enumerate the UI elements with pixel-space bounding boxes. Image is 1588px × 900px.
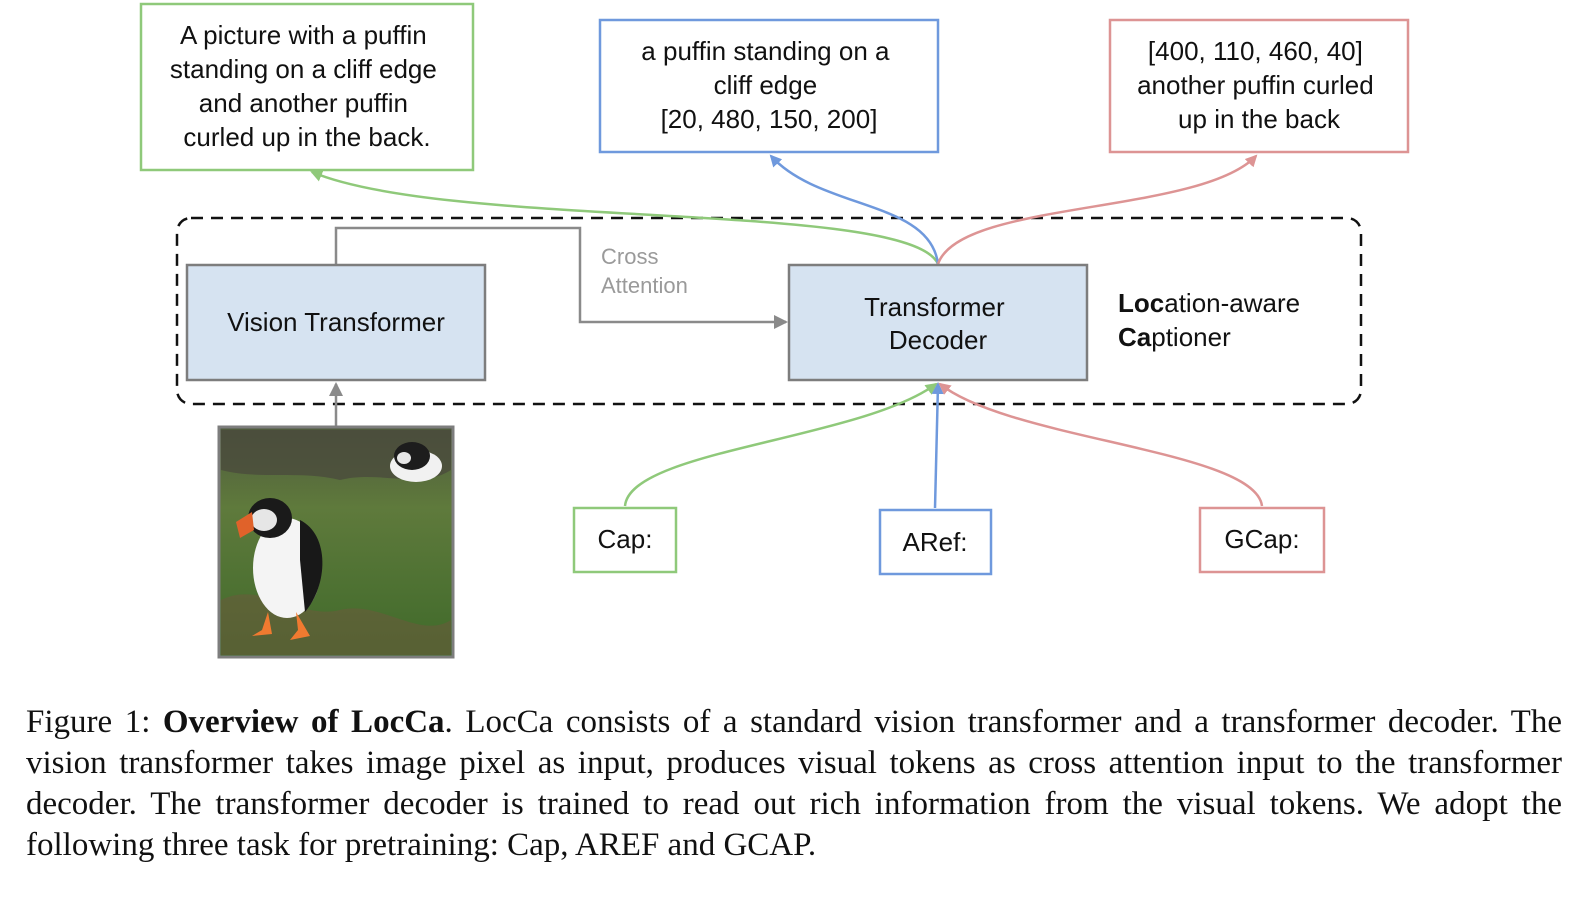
gcap-input-box: GCap: [1198,506,1326,574]
aref-output-arrow [769,154,940,265]
gcap-output-line: [400, 110, 460, 40] [1148,36,1363,66]
vision-transformer-label: Vision Transformer [227,307,445,337]
decoder-label: Decoder [889,325,988,355]
aref-output-line: [20, 480, 150, 200] [661,104,878,134]
decoder-label: Transformer [864,292,1005,322]
transformer-decoder-box: Transformer Decoder [787,263,1089,382]
gcap-output-arrow [936,154,1258,265]
cap-input-arrow [623,382,938,507]
figure-caption: Figure 1: Overview of LocCa. LocCa consi… [26,702,1562,866]
caption-text: . LocCa consists of a standard vision tr… [26,704,1562,863]
cross-attention-label: Attention [601,273,688,298]
cap-output-arrow [310,170,940,265]
aref-input-label: ARef: [902,527,967,557]
cap-input-box: Cap: [572,506,678,574]
locca-name: Location-aware Captioner [1118,288,1307,352]
cap-input-label: Cap: [598,524,653,554]
svg-text:Cross Attention: Cross Attention [601,244,688,298]
cross-attention-arrow [334,226,788,329]
aref-output-line: cliff edge [714,70,818,100]
gcap-input-arrow [938,382,1264,507]
caption-title: Overview of LocCa [162,704,445,740]
gcap-output-line: another puffin curled [1137,70,1374,100]
aref-input-arrow [931,382,944,509]
svg-text:[400, 110, 460, 40] anot: [400, 110, 460, 40] another puffin curle… [1137,36,1381,134]
cap-output-box: A picture with a puffin standing on a cl… [139,2,475,172]
aref-input-box: ARef: [878,508,993,576]
svg-text:Transformer Decoder: Transformer Decoder [864,292,1012,355]
caption-label: Figure 1: [26,704,163,740]
vision-transformer-box: Vision Transformer [185,263,487,382]
aref-output-box: a puffin standing on a cliff edge [20, 4… [598,18,940,154]
cap-output-line: A picture with a puffin [180,20,427,50]
locca-diagram: A picture with a puffin standing on a cl… [139,2,1410,659]
gcap-input-label: GCap: [1224,524,1299,554]
gcap-output-box: [400, 110, 460, 40] another puffin curle… [1108,18,1410,154]
cap-output-line: standing on a cliff edge [170,54,437,84]
gcap-output-line: up in the back [1178,104,1341,134]
svg-text:a puffin standing on a c: a puffin standing on a cliff edge [20, 4… [641,36,896,134]
cap-output-line: and another puffin [199,88,408,118]
aref-output-line: a puffin standing on a [641,36,890,66]
puffin-image [217,425,455,659]
cross-attention-label: Cross [601,244,658,269]
cap-output-line: curled up in the back. [183,122,430,152]
svg-text:A picture with a puffin: A picture with a puffin standing on a cl… [170,20,444,152]
